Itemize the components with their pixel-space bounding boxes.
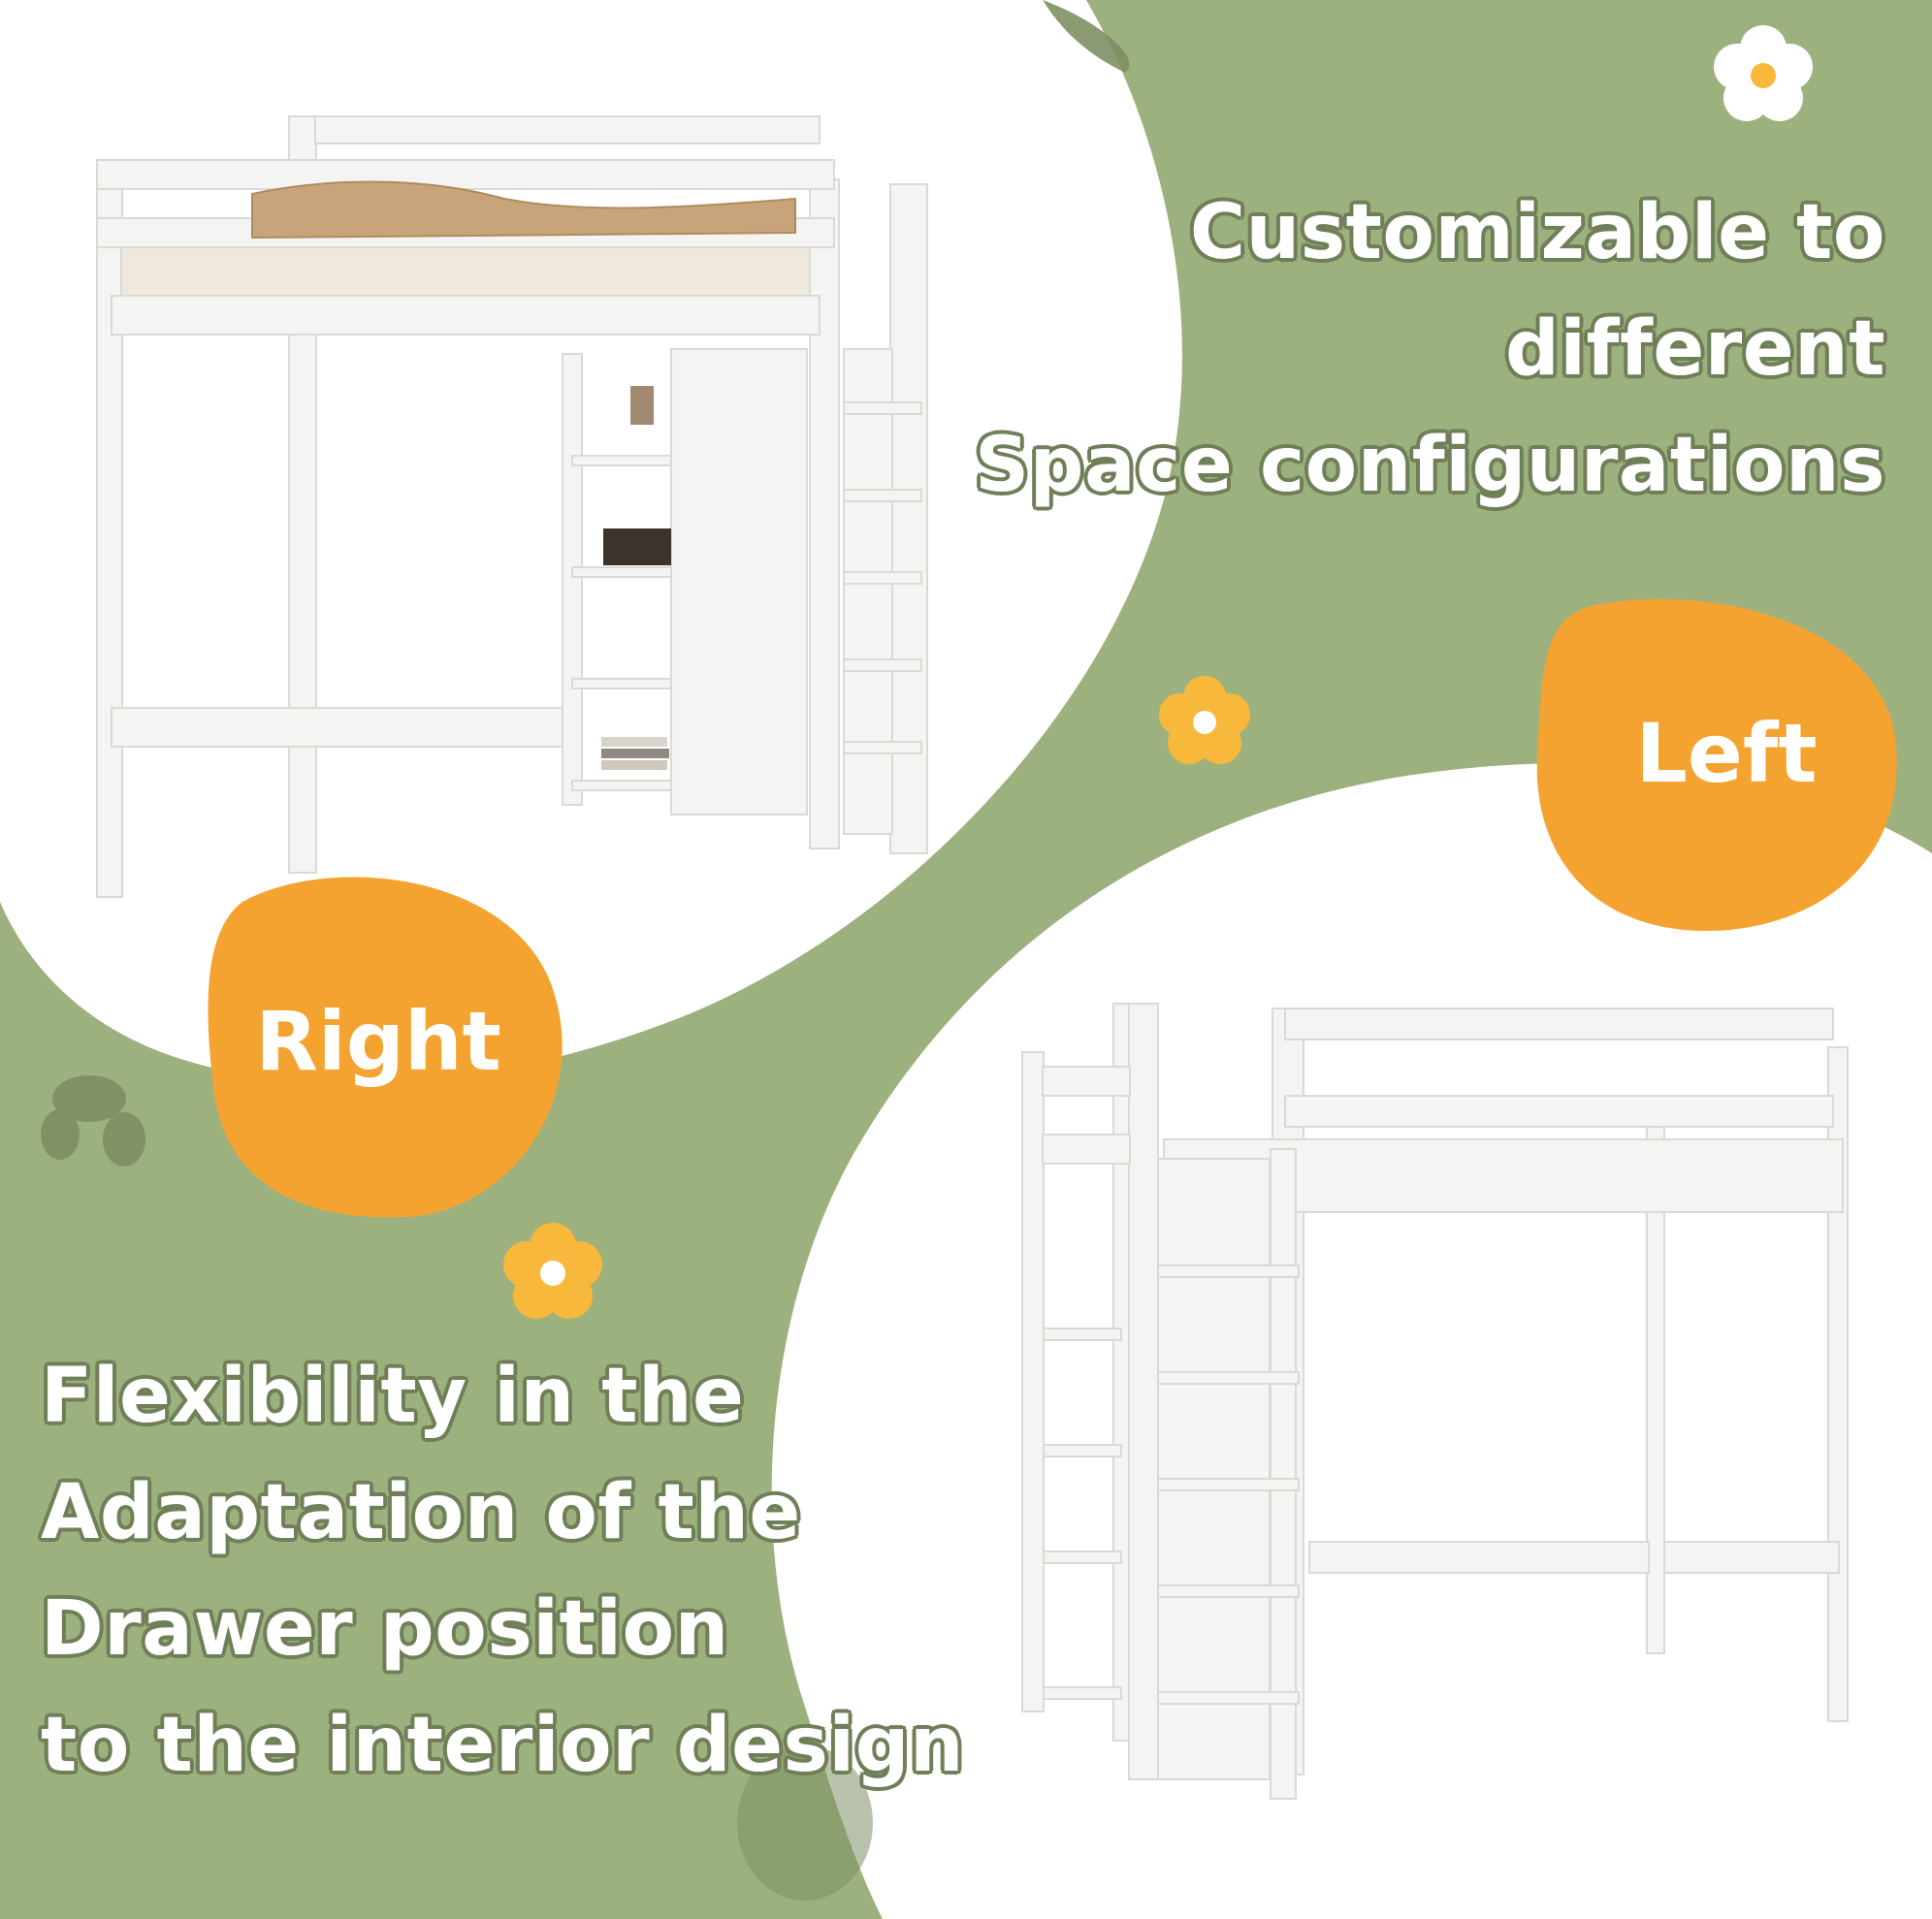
bottom-headline-line2: Adaptation of the <box>41 1469 801 1556</box>
badge-right-shape <box>208 877 563 1218</box>
badge-right-label: Right <box>255 994 501 1089</box>
badge-left-label: Left <box>1635 706 1818 801</box>
leaf-icon <box>41 0 1130 1901</box>
top-headline-line1: Customizable to <box>1189 189 1885 276</box>
top-headline-line2: different <box>1504 305 1885 393</box>
bottom-headline-line1: Flexibility in the <box>41 1353 745 1440</box>
flower-icon <box>1714 25 1813 121</box>
flower-icon <box>503 1223 602 1319</box>
bottom-headline-line4: to the interior design <box>41 1702 965 1789</box>
bottom-headline-line3: Drawer position <box>41 1585 729 1673</box>
badge-left-shape <box>1536 598 1897 931</box>
loft-bed-left-image <box>1021 1003 1849 1800</box>
top-headline-line3: Space configurations <box>975 422 1885 509</box>
bottom-headline: Flexibility in the Adaptation of the Dra… <box>41 1338 964 1804</box>
shelf-decor <box>601 386 671 770</box>
bottom-white-blob <box>771 763 1932 1919</box>
flower-icon <box>1159 676 1250 764</box>
top-headline: Customizable to different Space configur… <box>975 175 1885 524</box>
loft-bed-right-image <box>96 115 928 898</box>
